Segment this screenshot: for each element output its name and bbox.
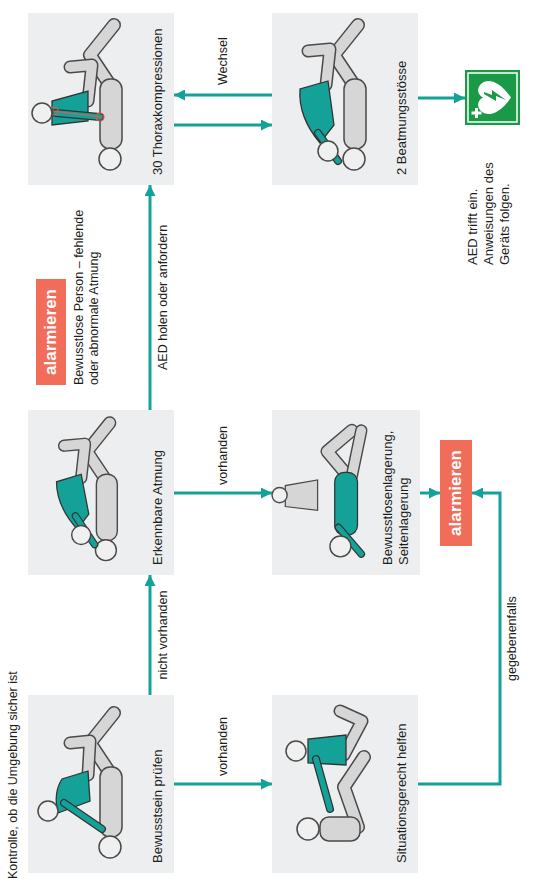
edge-label: Wechsel [216, 37, 231, 85]
aed-note: AED trifft ein. Anweisungen des Geräts f… [465, 65, 513, 265]
flow-arrow [149, 575, 152, 695]
edge-label: vorhanden [216, 426, 231, 485]
recovery-figure [272, 431, 361, 557]
note-text: AED trifft ein. Anweisungen des Geräts f… [465, 140, 513, 265]
box-ground [28, 410, 174, 575]
box-ground [272, 410, 420, 575]
step-box: 30 Thoraxkompressionen [28, 13, 174, 185]
box-ground [28, 695, 174, 873]
box-ground [272, 695, 418, 873]
alarm-text: alarmieren [36, 279, 66, 385]
step-caption: Erkennbare Atmung [150, 420, 166, 565]
alarm-box: alarmieren [440, 440, 472, 546]
flow-arrow [420, 492, 440, 495]
step-caption: Bewusstlosenlagerung, Seitenlagerung [380, 420, 412, 565]
step-caption: Bewusstsein prüfen [150, 705, 166, 863]
step-box: Bewusstlosenlagerung, Seitenlagerung [272, 410, 420, 575]
box-ground [28, 13, 174, 185]
compression-figure [32, 25, 122, 170]
check-figure [38, 713, 122, 858]
edge-label: gegebenenfalls [505, 596, 520, 681]
flow-arrow [174, 492, 272, 495]
ventilation-figure [300, 25, 366, 170]
step-box: Bewusstsein prüfen [28, 695, 174, 873]
aed-sign [465, 70, 520, 125]
step-box: Situationsgerecht helfen [272, 695, 418, 873]
title-text: Kontrolle, ob die Umgebung sicher ist [6, 671, 21, 879]
note-text: Bewusstlose Person – fehlende oder abnor… [72, 195, 102, 385]
step-box: Erkennbare Atmung [28, 410, 174, 575]
alarm-text: alarmieren [445, 450, 467, 536]
alarm-callout: alarmierenBewusstlose Person – fehlende … [36, 195, 102, 385]
flow-arrow [174, 94, 272, 97]
step-box: 2 Beatmungsstösse [272, 13, 418, 185]
flow-arrow [174, 124, 272, 127]
help-figure [286, 711, 364, 841]
breathing-figure [57, 423, 118, 561]
edge-label: AED holen oder anfordern [156, 225, 171, 370]
edge-label: vorhanden [216, 717, 231, 776]
flow-arrow [149, 185, 152, 410]
step-caption: 30 Thoraxkompressionen [150, 23, 166, 175]
edge-label: nicht vorhanden [156, 591, 171, 680]
flow-arrow [174, 783, 272, 786]
flow-arrow [418, 97, 465, 100]
step-caption: 2 Beatmungsstösse [394, 23, 410, 175]
box-ground [272, 13, 418, 185]
step-caption: Situationsgerecht helfen [394, 705, 410, 863]
